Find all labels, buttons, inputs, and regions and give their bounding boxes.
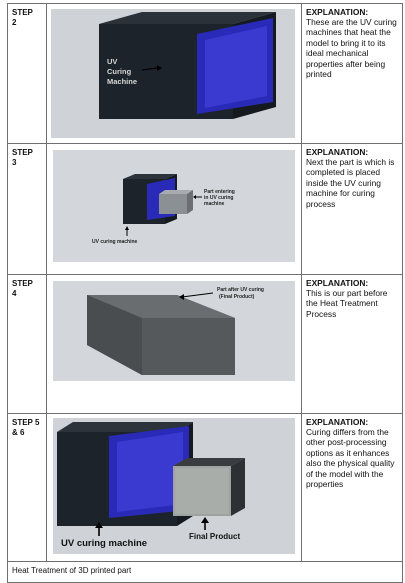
uv-machine-illustration: UV Curing Machine [47,4,301,143]
step-cell: STEP 2 [7,3,47,144]
step-row-4: STEP 4 Part after UV curing (Final Produ… [7,274,403,414]
part-entering-label-2: in UV curing [204,195,233,201]
uv-machine-caption: UV curing machine [61,538,147,549]
explanation-text: Curing differs from the other post-proce… [306,427,395,490]
uv-machine-figure: UV Curing Machine [47,4,301,143]
step-row-5-6: STEP 5 & 6 UV curing m [7,413,403,562]
step-label: STEP 4 [12,279,33,298]
explanation-cell: EXPLANATION: Curing differs from the oth… [301,413,403,562]
final-part-label-2: (Final Product) [219,294,255,300]
explanation-title: EXPLANATION: [306,7,369,17]
table-caption: Heat Treatment of 3D printed part [12,566,132,575]
image-cell: Part entering in UV curing machine UV cu… [46,143,302,275]
explanation-title: EXPLANATION: [306,417,369,427]
explanation-text: This is our part before the Heat Treatme… [306,288,388,319]
arrow-head [157,65,162,71]
arrow-line [141,67,158,71]
machine-and-product-illustration: UV curing machine Final Product [47,414,301,561]
explanation-cell: EXPLANATION: This is our part before the… [301,274,403,414]
step-label: STEP 3 [12,148,33,167]
explanation-title: EXPLANATION: [306,147,369,157]
step-cell: STEP 3 [7,143,47,275]
step-cell: STEP 5 & 6 [7,413,47,562]
part-entering-label-1: Part entering [204,189,235,195]
part-entering-label-3: machine [204,201,225,207]
image-cell: Part after UV curing (Final Product) [46,274,302,414]
final-part-illustration: Part after UV curing (Final Product) [47,275,301,413]
image-cell: UV Curing Machine [46,3,302,144]
explanation-text: Next the part is which is completed is p… [306,157,395,209]
steps-table: STEP 2 UV Curing Machine [7,3,403,583]
step-row-2: STEP 2 UV Curing Machine [7,3,403,144]
step-row-3: STEP 3 Part entering in UV curing machin… [7,143,403,275]
machine-label-line1: UV [107,57,117,66]
explanation-cell: EXPLANATION: These are the UV curing mac… [301,3,403,144]
step-label: STEP 2 [12,8,33,27]
final-product-caption: Final Product [189,532,240,541]
explanation-cell: EXPLANATION: Next the part is which is c… [301,143,403,275]
caption-row: Heat Treatment of 3D printed part [7,561,403,583]
step-cell: STEP 4 [7,274,47,414]
caption-cell: Heat Treatment of 3D printed part [7,561,403,583]
final-part-label-1: Part after UV curing [217,287,264,293]
machine-label-line2: Curing [107,67,132,76]
uv-machine-label: UV curing machine [92,239,138,245]
image-cell: UV curing machine Final Product [46,413,302,562]
explanation-text: These are the UV curing machines that he… [306,17,397,80]
machine-label-line3: Machine [107,77,137,86]
explanation-title: EXPLANATION: [306,278,369,288]
part-entering-illustration: Part entering in UV curing machine UV cu… [47,144,301,274]
step-label: STEP 5 & 6 [12,418,40,437]
